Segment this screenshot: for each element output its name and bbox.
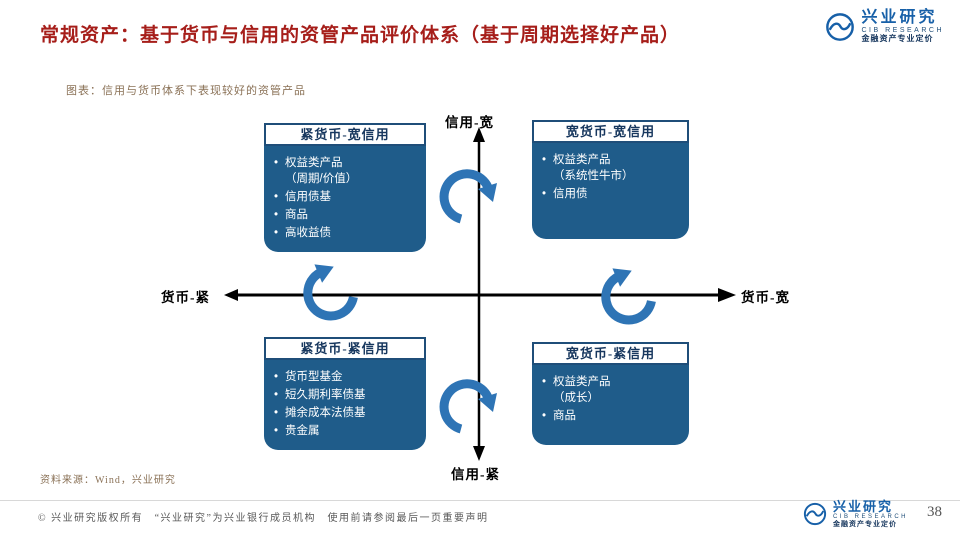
quadrant-tight-money-wide-credit: 紧货币-宽信用 权益类产品 （周期/价值） 信用债基商品高收益债 <box>264 123 426 252</box>
logo-en-name: CIB RESEARCH <box>832 513 908 520</box>
page-number: 38 <box>927 504 942 520</box>
cib-logo-icon <box>803 503 827 526</box>
logo-name: 兴业研究 <box>861 9 938 26</box>
cib-logo-bottom: 兴业研究 CIB RESEARCH 金融资产专业定价 <box>803 500 908 528</box>
quadrant-header: 宽货币-紧信用 <box>532 342 689 365</box>
quadrant-item: 贵金属 <box>270 423 418 439</box>
page-title: 常规资产：基于货币与信用的资管产品评价体系（基于周期选择好产品） <box>40 25 681 46</box>
footer-divider <box>0 500 960 501</box>
cib-logo-icon <box>826 12 855 41</box>
quadrant-item: 货币型基金 <box>270 369 418 385</box>
logo-name: 兴业研究 <box>832 499 893 514</box>
logo-text: 兴业研究 CIB RESEARCH 金融资产专业定价 <box>861 9 944 44</box>
quadrant-item: 商品 <box>538 408 681 424</box>
quadrant-item: 高收益债 <box>270 225 418 241</box>
cycle-arrow-right <box>603 265 653 322</box>
quadrant-item: 权益类产品 （成长） <box>538 374 681 406</box>
footer-disclaimer: © 兴业研究版权所有 “兴业研究”为兴业银行成员机构 使用前请参阅最后一页重要声… <box>38 513 489 524</box>
quadrant-item: 商品 <box>270 207 418 223</box>
cib-logo-top: 兴业研究 CIB RESEARCH 金融资产专业定价 <box>825 9 944 44</box>
quadrant-item: 信用债 <box>538 186 681 202</box>
source-note: 资料来源：Wind，兴业研究 <box>40 475 176 486</box>
quadrant-tight-money-tight-credit: 紧货币-紧信用 货币型基金短久期利率债基摊余成本法债基贵金属 <box>264 337 426 450</box>
axis-label-money-tight: 货币-紧 <box>161 290 210 305</box>
quadrant-header: 紧货币-紧信用 <box>264 337 426 360</box>
logo-tagline: 金融资产专业定价 <box>861 34 934 44</box>
logo-tagline: 金融资产专业定价 <box>832 519 897 528</box>
quadrant-header: 宽货币-宽信用 <box>532 120 689 143</box>
logo-en-name: CIB RESEARCH <box>861 26 944 34</box>
axis-label-credit-wide: 信用-宽 <box>445 115 494 130</box>
axis-label-money-wide: 货币-宽 <box>741 290 790 305</box>
quadrant-item-list: 权益类产品 （成长） 商品 <box>532 365 689 445</box>
quadrant-item: 短久期利率债基 <box>270 387 418 403</box>
vertical-axis-bottom-arrowhead <box>473 446 485 461</box>
quadrant-item-list: 权益类产品 （周期/价值） 信用债基商品高收益债 <box>264 146 426 252</box>
axis-label-credit-tight: 信用-紧 <box>451 467 500 482</box>
quadrant-item: 信用债基 <box>270 189 418 205</box>
quadrant-item: 摊余成本法债基 <box>270 405 418 421</box>
cycle-arrow-left <box>305 261 355 318</box>
cycle-arrow-bottom <box>444 384 497 429</box>
quadrant-item-list: 权益类产品 （系统性牛市） 信用债 <box>532 143 689 239</box>
quadrant-item-list: 货币型基金短久期利率债基摊余成本法债基贵金属 <box>264 360 426 450</box>
quadrant-wide-money-wide-credit: 宽货币-宽信用 权益类产品 （系统性牛市） 信用债 <box>532 120 689 239</box>
logo-text: 兴业研究 CIB RESEARCH 金融资产专业定价 <box>833 500 908 528</box>
chart-caption: 图表：信用与货币体系下表现较好的资管产品 <box>66 85 306 97</box>
horizontal-axis-right-arrowhead <box>718 288 736 302</box>
quadrant-item: 权益类产品 （周期/价值） <box>270 155 418 187</box>
cycle-arrow-top <box>444 174 497 219</box>
horizontal-axis-left-arrowhead <box>224 289 238 301</box>
quadrant-header: 紧货币-宽信用 <box>264 123 426 146</box>
quadrant-item: 权益类产品 （系统性牛市） <box>538 152 681 184</box>
quadrant-wide-money-tight-credit: 宽货币-紧信用 权益类产品 （成长） 商品 <box>532 342 689 445</box>
